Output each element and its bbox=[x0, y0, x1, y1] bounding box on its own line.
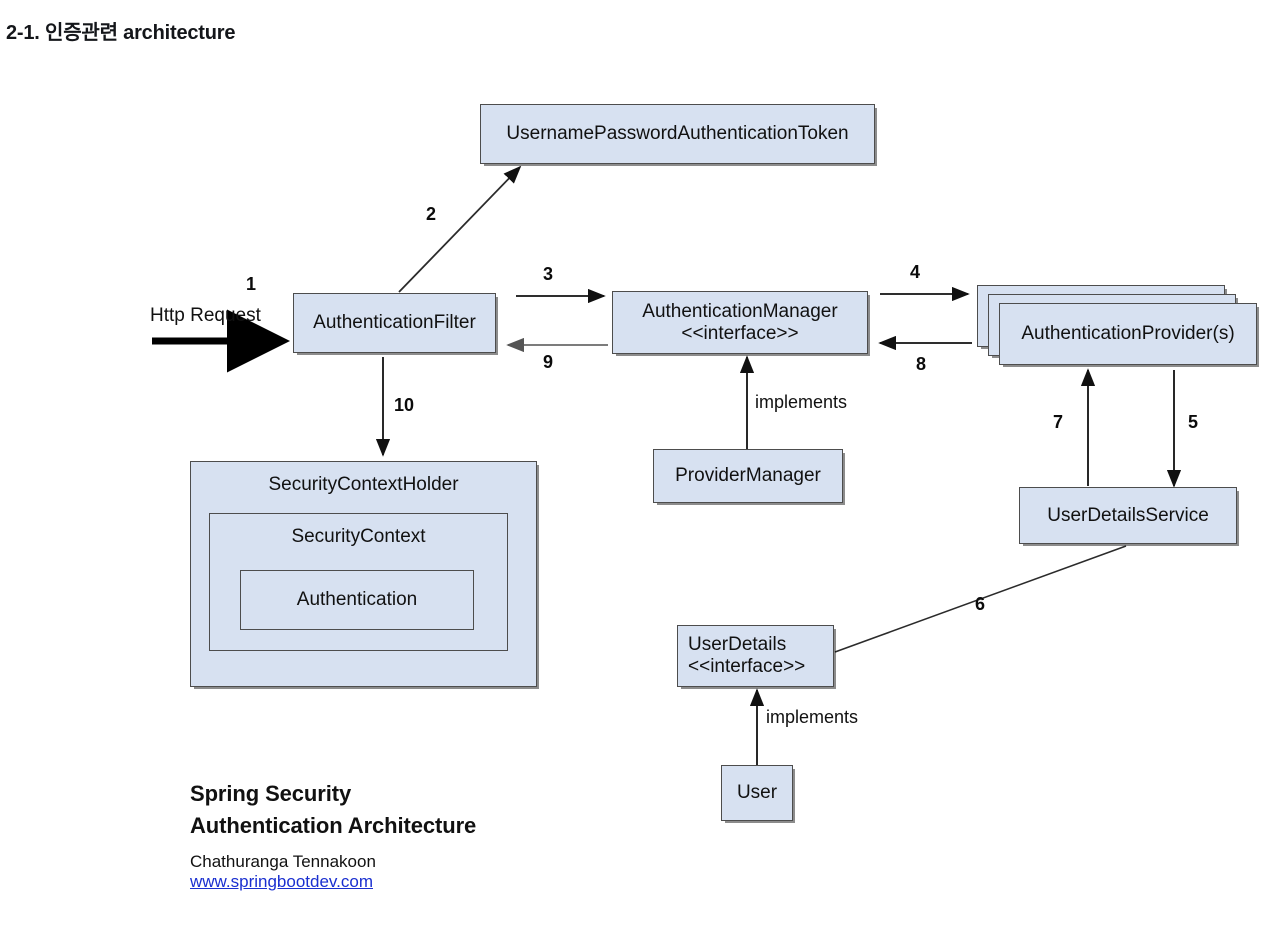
node-authentication-filter[interactable]: AuthenticationFilter bbox=[293, 293, 496, 353]
edge-label-4: 4 bbox=[910, 262, 921, 282]
edge-label-10: 10 bbox=[394, 395, 415, 415]
edge-label-2: 2 bbox=[426, 204, 437, 224]
node-user-details-service[interactable]: UserDetailsService bbox=[1019, 487, 1237, 544]
node-label: ProviderManager bbox=[675, 465, 821, 487]
http-request-label: Http Request bbox=[150, 305, 261, 326]
node-user-details[interactable]: UserDetails <<interface>> bbox=[677, 625, 834, 687]
node-authentication-provider[interactable]: AuthenticationProvider(s) bbox=[999, 303, 1257, 365]
implements-label-manager: implements bbox=[755, 392, 848, 412]
caption-title-line2: Authentication Architecture bbox=[190, 812, 477, 838]
caption-title-line1: Spring Security bbox=[190, 781, 352, 806]
edge-2 bbox=[398, 165, 522, 293]
node-user[interactable]: User bbox=[721, 765, 793, 821]
node-provider-manager[interactable]: ProviderManager bbox=[653, 449, 843, 503]
node-label: AuthenticationManager <<interface>> bbox=[642, 300, 838, 344]
caption-author: Chathuranga Tennakoon bbox=[190, 851, 376, 871]
page-title: 2-1. 인증관련 architecture bbox=[6, 22, 236, 44]
node-label: SecurityContext bbox=[291, 526, 426, 547]
node-authentication[interactable]: Authentication bbox=[240, 570, 474, 630]
node-label: AuthenticationProvider(s) bbox=[1021, 323, 1235, 345]
edge-label-1: 1 bbox=[246, 274, 257, 294]
diagram-caption: Spring Security Authentication Architect… bbox=[190, 778, 620, 892]
edge-label-8: 8 bbox=[916, 354, 927, 374]
edge-label-9: 9 bbox=[543, 352, 554, 372]
edge-label-3: 3 bbox=[543, 264, 554, 284]
edge-label-6: 6 bbox=[975, 594, 986, 614]
caption-link[interactable]: www.springbootdev.com bbox=[190, 871, 373, 891]
node-label: UserDetailsService bbox=[1047, 504, 1209, 526]
implements-label-userdetails: implements bbox=[766, 707, 859, 727]
node-authentication-manager[interactable]: AuthenticationManager <<interface>> bbox=[612, 291, 868, 354]
node-label: AuthenticationFilter bbox=[313, 312, 476, 334]
node-label: UsernamePasswordAuthenticationToken bbox=[506, 123, 849, 145]
node-label: User bbox=[736, 782, 778, 804]
edge-label-5: 5 bbox=[1188, 412, 1199, 432]
node-label: UserDetails <<interface>> bbox=[688, 634, 806, 677]
node-username-password-authentication-token[interactable]: UsernamePasswordAuthenticationToken bbox=[480, 104, 875, 164]
node-label: SecurityContextHolder bbox=[268, 474, 459, 495]
edge-label-7: 7 bbox=[1053, 412, 1064, 432]
node-label: Authentication bbox=[296, 589, 418, 611]
